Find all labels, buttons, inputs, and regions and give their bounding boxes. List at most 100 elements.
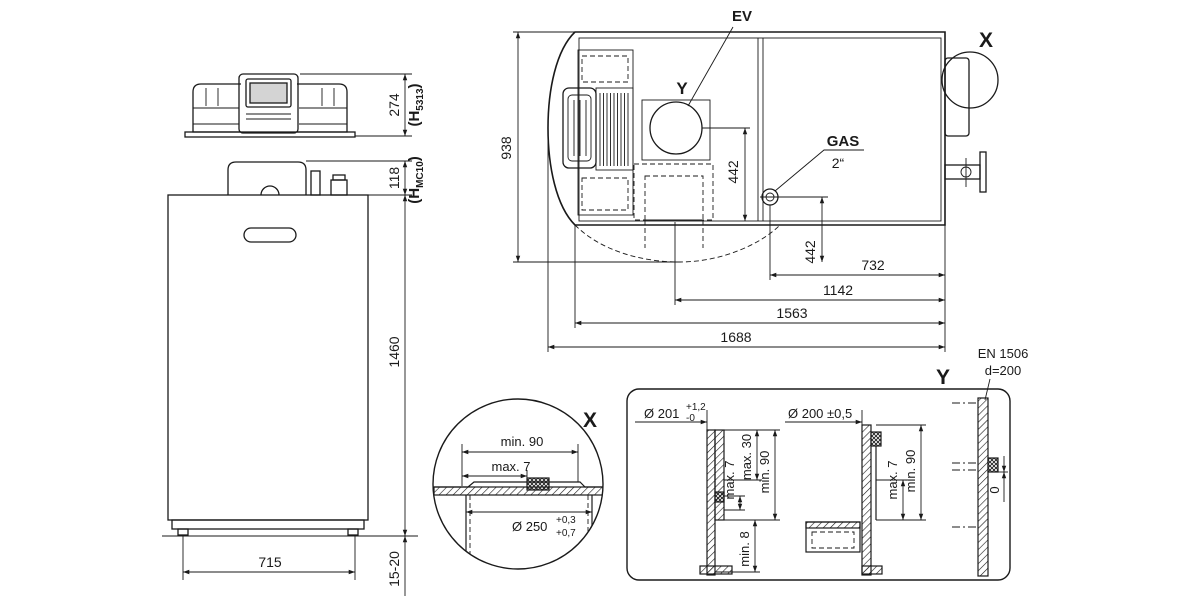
flow-return-connections <box>310 170 348 196</box>
detail-x-circle <box>432 398 604 570</box>
dim-flue-offset: 442 <box>725 160 741 184</box>
detail-x-dimension-lines <box>461 444 592 515</box>
section-b-max7: max. 7 <box>885 460 900 499</box>
detail-y-section-a <box>635 410 780 576</box>
dim-732: 732 <box>861 257 885 273</box>
controller-display-frame <box>245 78 292 108</box>
label-h-cap-close: ) <box>406 156 423 161</box>
label-h-controller: (H5313) <box>406 83 426 126</box>
section-b-ground <box>861 565 883 575</box>
burner-side-unit-inner <box>567 94 592 162</box>
section-a-fixing <box>714 491 725 503</box>
detail-x-diameter: Ø 250 <box>512 519 547 534</box>
detail-y-section-c <box>952 378 1008 577</box>
flue-connection-y <box>633 99 714 248</box>
controller-left-housing <box>192 83 241 133</box>
section-b-diameter: Ø 200 ±0,5 <box>788 406 852 421</box>
section-b-gasket <box>870 431 882 447</box>
detail-x-callout-circle <box>941 51 999 109</box>
section-a-max7: max. 7 <box>722 460 737 499</box>
detail-x-labels: X min. 90 max. 7 Ø 250 +0,3 +0,7 <box>491 409 597 539</box>
label-y-plan: Y <box>676 79 688 98</box>
detail-y-title: Y <box>936 366 950 389</box>
section-c-clamp <box>987 457 999 473</box>
section-a-extension-lines <box>706 410 780 573</box>
section-b-base-inner <box>811 531 855 549</box>
section-a-max30: max. 30 <box>739 434 754 480</box>
controller-unit <box>184 73 356 138</box>
detail-y-frame <box>626 388 1011 581</box>
boiler-casing <box>167 194 369 521</box>
dim-width: 715 <box>258 554 282 570</box>
connection-pipe-2 <box>330 179 348 196</box>
dim-depth: 938 <box>498 136 514 160</box>
plan-extension-lines <box>513 31 946 352</box>
front-extension-lines <box>182 73 412 580</box>
detail-x-tol-lower: +0,7 <box>556 528 576 539</box>
casing-inner-outline <box>578 37 942 222</box>
section-a-outer-wall <box>714 429 725 521</box>
front-view-dimension-lines <box>182 73 412 596</box>
flue-lower-inner-dashed <box>644 175 704 221</box>
label-x-plan: X <box>979 29 993 52</box>
dim-controller-height: 274 <box>386 93 402 117</box>
section-a-min90: min. 90 <box>757 451 772 494</box>
section-c-wall <box>977 397 989 577</box>
label-h-cap: (HMC10) <box>406 156 426 204</box>
detail-y-labels: Y EN 1506 d=200 Ø 201 +1,2 -0 max. 7 max… <box>644 346 1028 567</box>
burner-lower-housing <box>581 177 629 211</box>
flue-plate <box>641 99 711 161</box>
label-h-controller-sub: 5313 <box>415 88 426 111</box>
section-b-wall <box>861 424 872 576</box>
detail-x-plate-contour <box>434 481 603 488</box>
ev-leader-line <box>687 26 734 107</box>
heat-exchanger-fins <box>599 93 629 166</box>
burner-cover-opening <box>260 185 280 196</box>
front-view-labels: 274 (H5313) 118 (HMC10) 1460 15-20 715 <box>258 83 426 586</box>
burner-side-unit <box>562 87 597 169</box>
section-b-extension-lines <box>861 410 926 521</box>
connection-pipe-2-cap <box>332 174 346 181</box>
label-gas-size: 2“ <box>832 155 845 171</box>
burner-assembly <box>562 49 634 216</box>
connection-pipe-1 <box>310 170 321 196</box>
section-b-min90: min. 90 <box>903 450 918 493</box>
controller-display <box>249 82 288 104</box>
label-ev: EV <box>732 8 752 25</box>
door-swing <box>574 224 781 263</box>
burner-side-unit-detail <box>573 100 587 156</box>
controller-base <box>184 131 356 138</box>
label-h-cap-sub: MC10 <box>415 161 426 188</box>
plan-view-dimension-lines <box>513 31 946 352</box>
controller-buttons <box>246 113 291 120</box>
flue-pipe-right <box>944 57 970 137</box>
section-a-diameter: Ø 201 <box>644 406 679 421</box>
gas-pipe-flange <box>979 151 987 193</box>
detail-x: X min. 90 max. 7 Ø 250 +0,3 +0,7 <box>432 398 604 570</box>
plan-view-labels: EV Y X 938 442 GAS 2“ 442 732 1142 1563 … <box>498 8 993 345</box>
casing-handle <box>243 227 297 243</box>
label-h-controller-close: ) <box>406 83 423 88</box>
detail-x-flange-plate <box>433 486 603 496</box>
flue-dashed-extension <box>644 220 704 248</box>
dim-cap-height: 118 <box>386 167 402 190</box>
section-a-ground <box>699 565 733 575</box>
controller-front-panel <box>238 73 299 134</box>
section-a-dimension-lines <box>635 410 780 573</box>
detail-y: Y EN 1506 d=200 Ø 201 +1,2 -0 max. 7 max… <box>626 346 1028 581</box>
gas-pipe-right <box>944 164 981 180</box>
flue-lower-dashed <box>633 163 714 221</box>
foot-right <box>347 528 359 536</box>
section-a-tol-lower: -0 <box>686 413 695 424</box>
detail-x-min90: min. 90 <box>501 434 544 449</box>
detail-y-standard-diameter: d=200 <box>985 363 1022 378</box>
right-connections <box>941 51 999 193</box>
standard-leader-line <box>984 378 991 401</box>
section-b-dimension-lines <box>785 410 926 521</box>
label-h-controller-open: (H <box>406 111 423 127</box>
burner-heat-exchanger <box>595 87 634 171</box>
section-b-base-ledge <box>805 521 861 529</box>
section-a-inner-wall <box>706 429 716 576</box>
dim-body-height: 1460 <box>386 336 402 367</box>
dim-gas-offset: 442 <box>802 240 818 264</box>
